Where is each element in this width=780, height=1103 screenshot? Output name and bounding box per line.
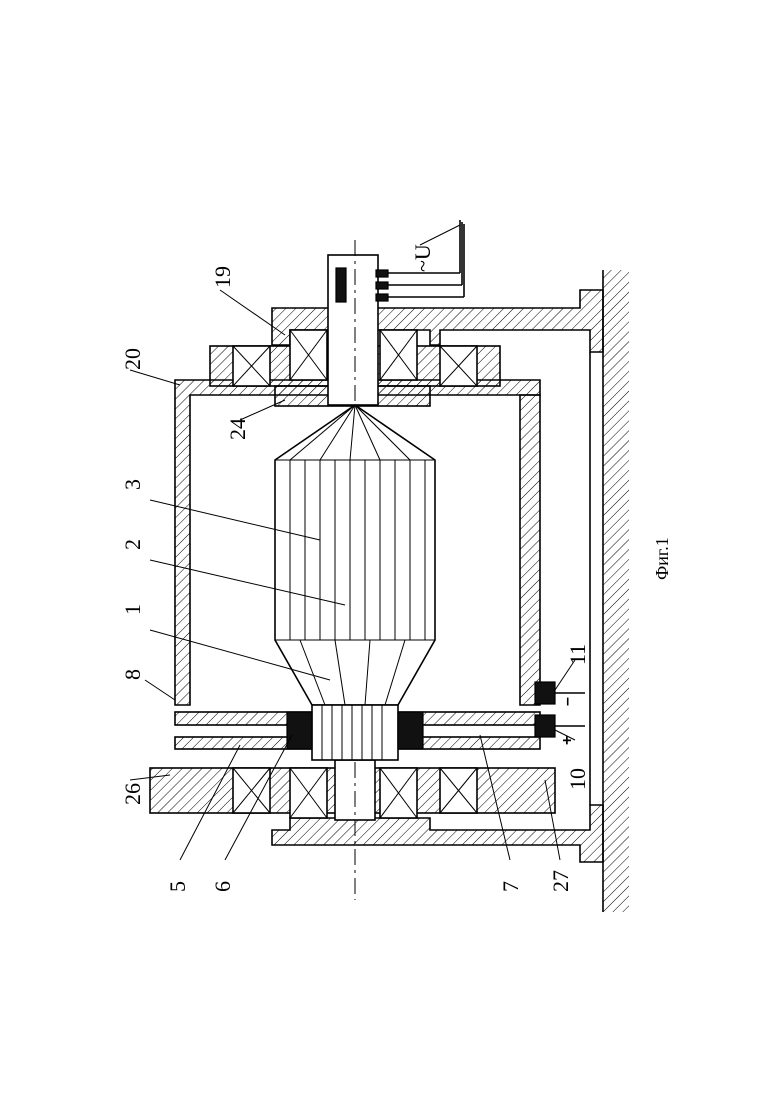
callout-24: 24 [225, 418, 250, 440]
voltage-label: ~U [410, 244, 435, 272]
plus-sign: + [559, 736, 576, 745]
ground-base [603, 270, 629, 912]
callout-8: 8 [120, 669, 145, 680]
callout-3: 3 [120, 479, 145, 490]
callout-11: 11 [565, 644, 590, 665]
brushes [535, 682, 585, 737]
rotor-body [275, 405, 435, 705]
callout-5: 5 [165, 881, 190, 892]
callout-10: 10 [565, 768, 590, 790]
callout-27: 27 [548, 870, 573, 892]
callout-19: 19 [210, 266, 235, 288]
commutator [287, 705, 423, 760]
callout-6: 6 [210, 881, 235, 892]
minus-sign: – [559, 697, 576, 706]
callout-20: 20 [120, 348, 145, 370]
callout-7: 7 [498, 881, 523, 892]
callout-1: 1 [120, 604, 145, 615]
callout-2: 2 [120, 539, 145, 550]
callout-26: 26 [120, 783, 145, 805]
figure-caption: Фиг.1 [652, 537, 672, 580]
